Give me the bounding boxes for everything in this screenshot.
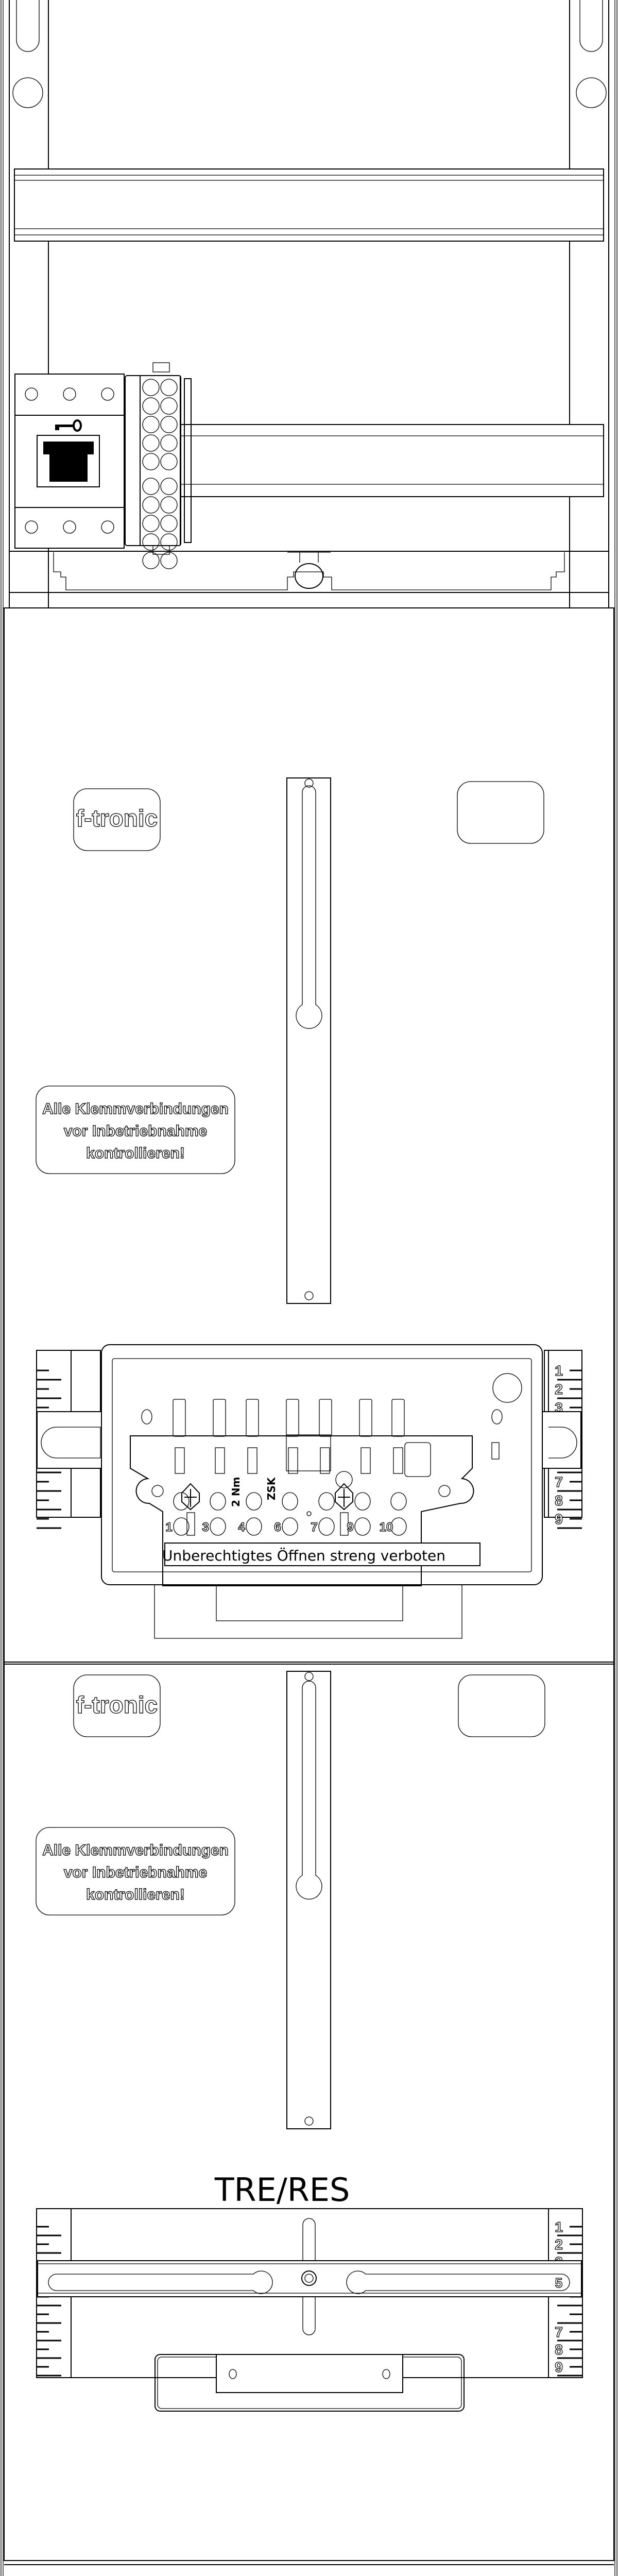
top-mounting-section [9, 0, 609, 608]
type-label: ZSK [265, 1477, 278, 1500]
svg-text:kontrollieren!: kontrollieren! [86, 1886, 185, 1903]
terminal-hole [142, 453, 160, 470]
brand-plate-2: f-tronic [73, 1674, 161, 1737]
scale-number: 7 [555, 1474, 563, 1490]
svg-text:vor Inbetriebnahme: vor Inbetriebnahme [64, 1864, 207, 1881]
terminal-hole [160, 379, 178, 396]
terminal-hole [142, 496, 160, 514]
meter-panel-1: f-tronic Alle Klemmverbindungen vor Inbe… [4, 607, 614, 1665]
screw-icon [181, 1483, 200, 1536]
slotted-strip-2 [286, 1671, 331, 2129]
seal-warning-text: Unberechtigtes Öffnen streng verboten [162, 1547, 445, 1564]
blank-label-plate-2 [458, 1674, 545, 1737]
slotted-strip-1 [286, 777, 331, 1304]
terminal-number: 10 [380, 1520, 393, 1534]
scale-number: 2 [555, 1381, 563, 1397]
svg-text:vor Inbetriebnahme: vor Inbetriebnahme [64, 1123, 207, 1140]
scale-number: 2 [555, 2236, 563, 2252]
terminal-hole [142, 397, 160, 415]
meter-panel-2: f-tronic Alle Klemmverbindungen vor Inbe… [4, 1662, 614, 2561]
scale-number: 8 [555, 1493, 563, 1509]
scale-number: 9 [555, 2359, 563, 2375]
svg-text:Alle Klemmverbindungen: Alle Klemmverbindungen [42, 1100, 229, 1117]
terminal-number: 7 [311, 1520, 317, 1534]
scale-number: 7 [555, 2324, 563, 2340]
warning-label-2: Alle Klemmverbindungen vor Inbetriebnahm… [36, 1827, 235, 1916]
scale-number: 1 [555, 2219, 563, 2235]
terminal-hole [142, 416, 160, 433]
torque-label: 2 Nm [230, 1477, 242, 1507]
terminal-hole [160, 434, 178, 452]
svg-text:kontrollieren!: kontrollieren! [86, 1145, 185, 1162]
busbar-section [4, 2564, 614, 2565]
brand-label: f-tronic [76, 805, 158, 832]
svg-text:5: 5 [555, 2275, 562, 2291]
terminal-hole [160, 416, 178, 433]
svg-text:Alle Klemmverbindungen: Alle Klemmverbindungen [42, 1842, 229, 1859]
key-icon [55, 419, 82, 432]
brand-label: f-tronic [76, 1691, 158, 1718]
brand-plate-1: f-tronic [73, 788, 161, 851]
terminal-hole [142, 533, 160, 551]
blank-label-plate-1 [457, 781, 544, 844]
terminal-number: 6 [274, 1520, 281, 1534]
terminal-hole [142, 478, 160, 495]
handle-bracket[interactable] [154, 2354, 465, 2412]
terminal-hole [142, 515, 160, 532]
terminal-hole [160, 552, 178, 569]
scale-number: 1 [555, 1363, 563, 1379]
terminal-hole [142, 552, 160, 569]
terminal-hole [142, 434, 160, 452]
scale-number: 8 [555, 2342, 563, 2358]
terminal-number: 9 [347, 1520, 353, 1534]
terminal-hole [142, 379, 160, 396]
terminal-number: 4 [238, 1520, 245, 1534]
terminal-hole [160, 496, 178, 514]
terminal-hole [160, 478, 178, 495]
terminal-number: 1 [165, 1520, 172, 1534]
terminal-hole [160, 533, 178, 551]
terminal-hole [160, 515, 178, 532]
main-switch[interactable] [14, 374, 125, 549]
terminal-hole [160, 397, 178, 415]
warning-label-1: Alle Klemmverbindungen vor Inbetriebnahm… [36, 1086, 235, 1174]
terminal-block [125, 362, 192, 569]
screw-icon [335, 1471, 353, 1536]
meter-base-zsk[interactable]: 1346791025811 2 Nm ZSK Unberechtigtes Öf… [101, 1344, 543, 1586]
terminal-hole [160, 453, 178, 470]
terminal-number: 3 [202, 1520, 209, 1534]
scale-number: 9 [555, 1511, 563, 1527]
section-title: TRE/RES [214, 2171, 350, 2209]
